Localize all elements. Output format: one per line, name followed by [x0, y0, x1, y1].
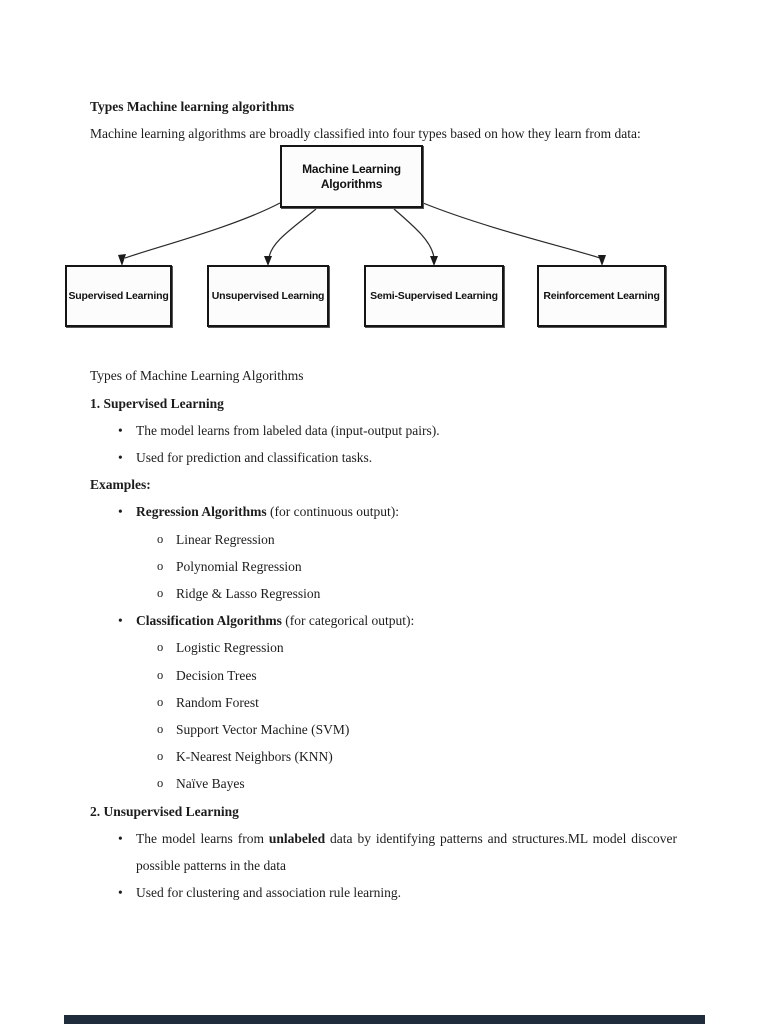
list-item: o Random Forest — [90, 689, 677, 716]
page-content: Types Machine learning algorithms Machin… — [65, 0, 677, 907]
list-item-text: The model learns from labeled data (inpu… — [136, 422, 440, 438]
list-item-text: Ridge & Lasso Regression — [176, 586, 321, 602]
circle-bullet-icon: o — [157, 558, 164, 573]
examples-list: • Regression Algorithms (for continuous … — [90, 498, 677, 797]
circle-bullet-icon: o — [157, 722, 164, 737]
circle-bullet-icon: o — [157, 694, 164, 709]
list-item: • Regression Algorithms (for continuous … — [90, 498, 677, 525]
circle-bullet-icon: o — [157, 776, 164, 791]
diagram-box-semi-supervised-learning: Semi-Supervised Learning — [364, 265, 504, 328]
list-item-text: Random Forest — [176, 694, 259, 710]
list-item: • The model learns from labeled data (in… — [90, 417, 677, 444]
next-page-edge — [64, 1015, 705, 1024]
list-item-text: The model learns from — [136, 830, 269, 846]
ml-algorithms-diagram: Machine Learning Algorithms Supervised L… — [64, 145, 724, 329]
list-item: o Support Vector Machine (SVM) — [90, 716, 677, 743]
diagram-root-box: Machine Learning Algorithms — [280, 145, 423, 209]
bullet-icon: • — [118, 830, 123, 846]
list-item: • The model learns from unlabeled data b… — [90, 825, 677, 879]
section-heading: Types of Machine Learning Algorithms — [90, 368, 304, 384]
list-item: o Ridge & Lasso Regression — [90, 580, 677, 607]
bullet-icon: • — [118, 422, 123, 438]
diagram-box-supervised-learning: Supervised Learning — [65, 265, 172, 328]
circle-bullet-icon: o — [157, 531, 164, 546]
bullet-icon: • — [118, 450, 123, 466]
list-item-text: Used for prediction and classification t… — [136, 450, 373, 466]
list-item: o Logistic Regression — [90, 634, 677, 661]
bullet-icon: • — [118, 885, 123, 901]
list-item-text: Naïve Bayes — [176, 776, 245, 792]
list-item: o Linear Regression — [90, 526, 677, 553]
list-item-text: Linear Regression — [176, 531, 275, 547]
list-item-text: Used for clustering and association rule… — [136, 885, 402, 901]
list-item: o Decision Trees — [90, 662, 677, 689]
list-item: • Classification Algorithms (for categor… — [90, 607, 677, 634]
diagram-box-reinforcement-learning: Reinforcement Learning — [537, 265, 666, 328]
list-item-text: Polynomial Regression — [176, 558, 302, 574]
diagram-box-unsupervised-learning: Unsupervised Learning — [207, 265, 329, 328]
circle-bullet-icon: o — [157, 749, 164, 764]
supervised-heading: 1. Supervised Learning — [90, 395, 224, 411]
bullet-icon: • — [118, 613, 123, 629]
unsupervised-bullet-list: • The model learns from unlabeled data b… — [90, 825, 677, 907]
bullet-icon: • — [118, 504, 123, 520]
list-item: o Naïve Bayes — [90, 770, 677, 797]
list-item-text: Logistic Regression — [176, 640, 284, 656]
bold-word: unlabeled — [268, 830, 326, 846]
page-title: Types Machine learning algorithms — [90, 99, 295, 114]
group-lead-bold: Regression Algorithms — [136, 504, 267, 520]
list-item-text: Support Vector Machine (SVM) — [176, 722, 350, 738]
examples-heading: Examples: — [90, 477, 151, 493]
intro-paragraph: Machine learning algorithms are broadly … — [90, 126, 641, 142]
list-item: o K-Nearest Neighbors (KNN) — [90, 743, 677, 770]
circle-bullet-icon: o — [157, 586, 164, 601]
unsupervised-heading: 2. Unsupervised Learning — [90, 803, 239, 819]
circle-bullet-icon: o — [157, 667, 164, 682]
group-lead-rest: (for categorical output): — [281, 613, 415, 629]
supervised-bullet-list: • The model learns from labeled data (in… — [90, 417, 677, 471]
circle-bullet-icon: o — [157, 640, 164, 655]
diagram-arrows — [118, 202, 606, 267]
list-item-text: Decision Trees — [176, 667, 257, 683]
list-item: • Used for clustering and association ru… — [90, 879, 677, 906]
group-lead-bold: Classification Algorithms — [136, 613, 282, 629]
list-item-text: data by identifying patterns and structu… — [136, 830, 677, 874]
group-lead-rest: (for continuous output): — [266, 504, 399, 520]
list-item-text: K-Nearest Neighbors (KNN) — [176, 749, 333, 765]
list-item: • Used for prediction and classification… — [90, 444, 677, 471]
list-item: o Polynomial Regression — [90, 553, 677, 580]
